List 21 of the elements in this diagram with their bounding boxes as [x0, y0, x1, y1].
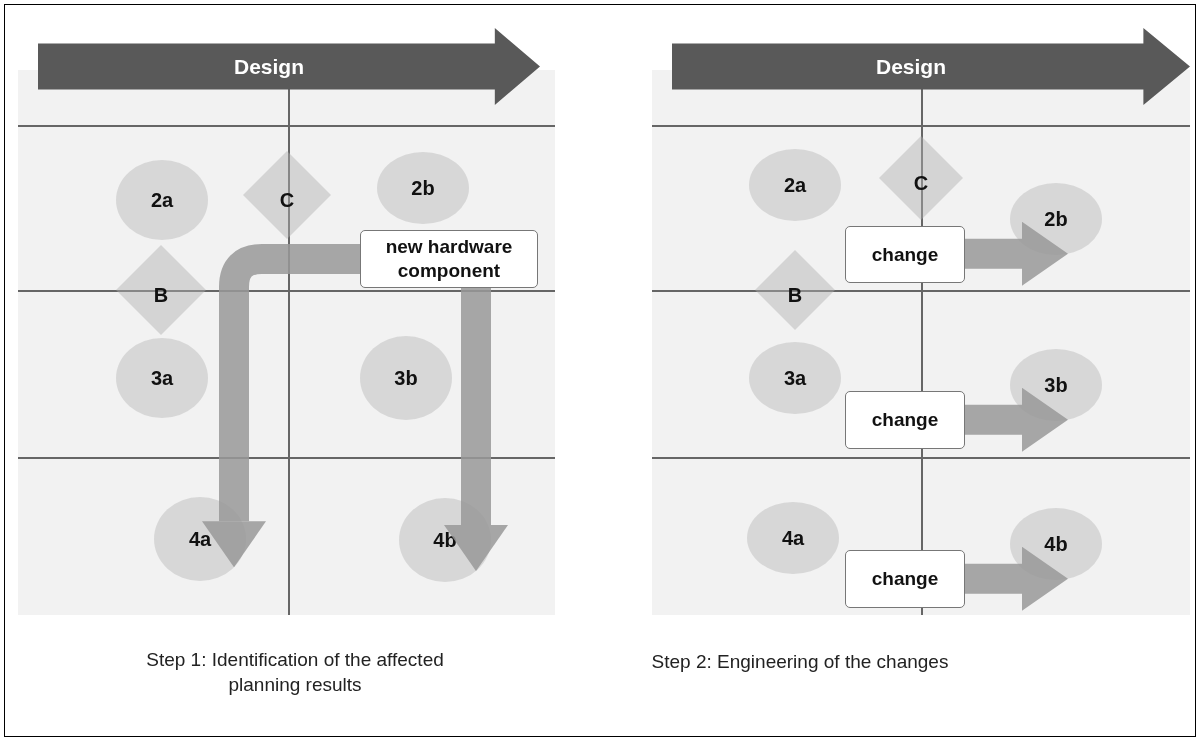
result-ellipse: 4a — [747, 502, 839, 574]
process-box: change — [845, 550, 965, 608]
arrow — [202, 244, 360, 568]
arrow — [965, 546, 1068, 611]
result-ellipse: 2a — [749, 149, 841, 221]
result-ellipse: 4b — [1010, 508, 1102, 580]
process-box: change — [845, 391, 965, 449]
caption: Step 2: Engineering of the changes — [650, 650, 950, 674]
process-box: new hardware component — [360, 230, 538, 288]
result-ellipse: 3a — [116, 338, 208, 418]
result-ellipse: 3a — [749, 342, 841, 414]
caption: Step 1: Identification of the affected planning results — [145, 648, 445, 697]
result-ellipse: 3b — [1010, 349, 1102, 421]
result-ellipse: 3b — [360, 336, 452, 420]
result-ellipse: 2b — [377, 152, 469, 224]
arrow — [965, 387, 1068, 452]
result-ellipse: 2a — [116, 160, 208, 240]
arrow — [965, 221, 1068, 286]
arrow — [444, 288, 508, 572]
process-box: change — [845, 226, 965, 283]
result-ellipse: 2b — [1010, 183, 1102, 255]
